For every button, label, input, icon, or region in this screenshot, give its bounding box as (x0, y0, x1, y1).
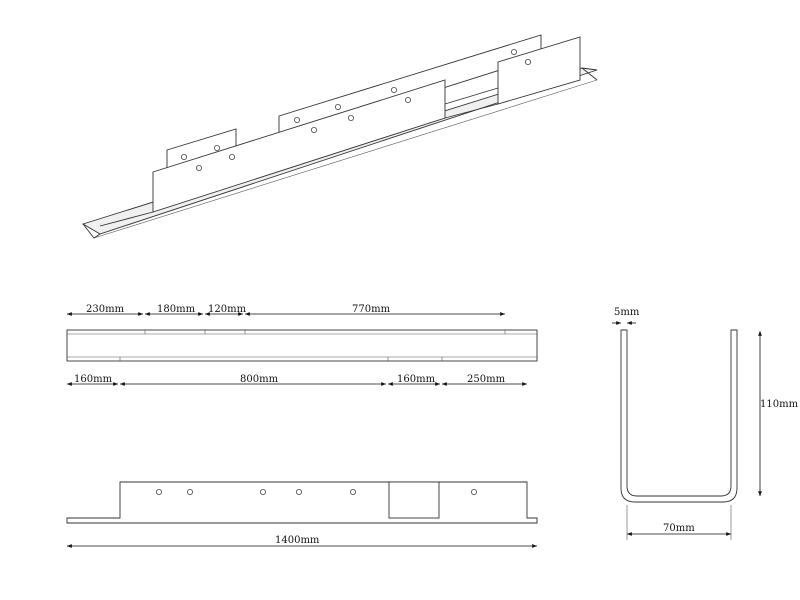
side-view: 1400mm (66, 481, 538, 548)
iso-hole (213, 144, 220, 151)
u-channel-outer (620, 329, 738, 503)
iso-hole (310, 127, 317, 134)
bottom-dim-label: 160mm (397, 374, 436, 385)
iso-hole (293, 117, 300, 124)
overall-length-label: 1400mm (275, 535, 320, 546)
side-hole (470, 488, 477, 495)
bottom-dim-label: 250mm (467, 374, 506, 385)
side-view-cutout (388, 481, 440, 519)
bottom-dim-label: 160mm (74, 374, 113, 385)
side-hole (186, 488, 193, 495)
iso-hole (347, 115, 354, 122)
side-hole (349, 488, 356, 495)
bottom-dim-label: 800mm (240, 374, 279, 385)
isometric-view (81, 34, 598, 239)
iso-hole (195, 164, 202, 171)
top-dim-label: 120mm (208, 304, 247, 315)
iso-hole (525, 59, 532, 66)
top-dim-label: 230mm (86, 304, 125, 315)
iso-hole (390, 87, 397, 94)
iso-hole (180, 153, 187, 160)
iso-hole (334, 104, 341, 111)
iso-hole (510, 49, 517, 56)
iso-front-plate-right (497, 36, 581, 105)
height-label: 110mm (760, 399, 799, 410)
profile-view: 5mm 110mm 70mm (612, 307, 799, 540)
iso-hole (404, 97, 411, 104)
side-hole (295, 488, 302, 495)
top-view: 230mm 180mm 120mm 770mm 160mm 800mm 160m… (66, 304, 538, 386)
top-view-outline (66, 329, 538, 362)
width-label: 70mm (663, 523, 695, 534)
iso-hole (228, 153, 235, 160)
thickness-label: 5mm (614, 307, 640, 318)
side-hole (259, 488, 266, 495)
top-dim-label: 770mm (352, 304, 391, 315)
side-hole (155, 488, 162, 495)
top-dim-label: 180mm (157, 304, 196, 315)
side-view-outline (66, 481, 538, 524)
